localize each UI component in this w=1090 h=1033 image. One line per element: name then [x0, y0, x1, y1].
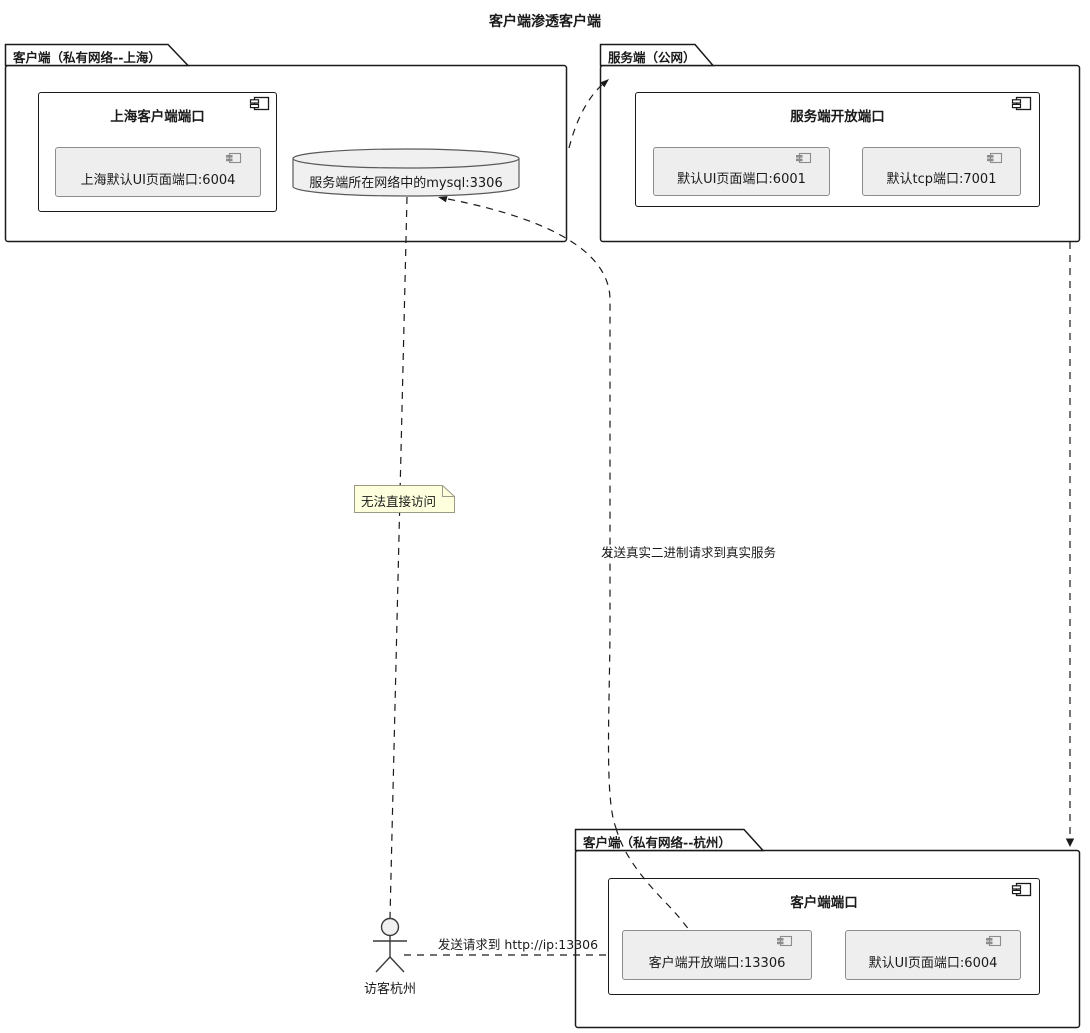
package-shanghai-label: 客户端（私有网络--上海）: [13, 50, 161, 65]
edge-shanghai-to-server: [568, 79, 609, 149]
edge-server-to-hangzhou: [1065, 242, 1075, 847]
diagram-title: 客户端渗透客户端: [489, 14, 601, 30]
package-server-label: 服务端（公网）: [608, 50, 696, 65]
component-icon: [1011, 96, 1032, 111]
component-hangzhou-title: 客户端端口: [790, 895, 858, 911]
component-icon: [986, 935, 1002, 947]
port-shanghai-ui-label: 上海默认UI页面端口:6004: [80, 172, 236, 188]
component-icon: [796, 152, 812, 164]
actor-label: 访客杭州: [363, 982, 416, 997]
database-label: 服务端所在网络中的mysql:3306: [309, 176, 503, 191]
component-icon: [987, 152, 1003, 164]
arrowhead-icon: [1065, 838, 1075, 847]
visitor-request-label: 发送请求到 http://ip:13306: [437, 937, 599, 952]
component-icon: [1011, 882, 1032, 897]
port-server-tcp-label: 默认tcp端口:7001: [886, 172, 997, 187]
component-icon: [226, 152, 242, 164]
port-server-ui-label: 默认UI页面端口:6001: [677, 172, 806, 187]
port-hangzhou-open-label: 客户端开放端口:13306: [648, 955, 786, 971]
edge-client-port-to-mysql: [438, 196, 617, 829]
edge-visitor-to-mysql: [389, 196, 408, 919]
binary-request-label: 发送真实二进制请求到真实服务: [601, 545, 777, 560]
port-hangzhou-ui-label: 默认UI页面端口:6004: [868, 955, 998, 971]
arrowhead-icon: [600, 79, 609, 88]
component-server-title: 服务端开放端口: [790, 109, 885, 125]
arrowhead-icon: [438, 196, 448, 203]
package-hangzhou-label: 客户端（私有网络--杭州）: [583, 835, 731, 850]
port-server-tcp: 默认tcp端口:7001: [862, 147, 1021, 196]
component-shanghai-title: 上海客户端端口: [110, 109, 205, 125]
component-icon: [777, 935, 793, 947]
actor-figure: [373, 917, 407, 973]
note-text: 无法直接访问: [361, 494, 437, 509]
component-icon: [249, 96, 270, 111]
